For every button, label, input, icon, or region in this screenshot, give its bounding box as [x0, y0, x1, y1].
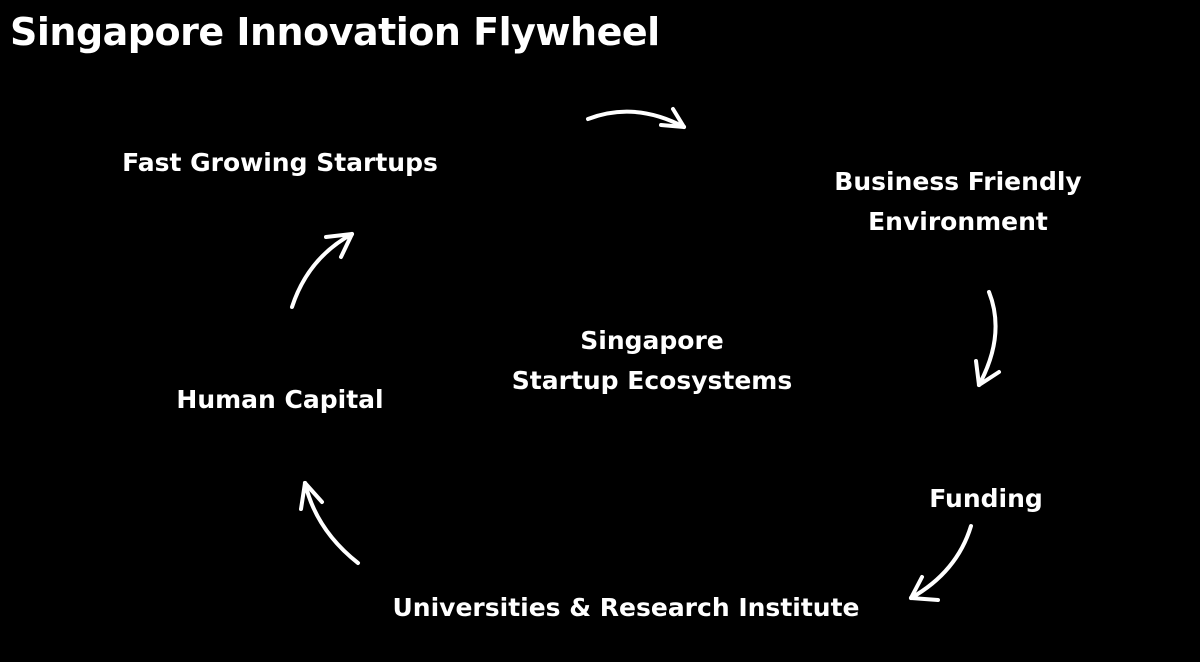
arrow-business-to-funding — [974, 290, 1001, 387]
node-label: Fast Growing Startups — [122, 148, 438, 177]
arrow-human-capital-to-startups — [290, 232, 354, 309]
page-title: Singapore Innovation Flywheel — [10, 10, 660, 54]
center-label: Singapore Startup Ecosystems — [512, 321, 792, 401]
node-funding: Funding — [929, 479, 1043, 519]
center-label-line-2: Startup Ecosystems — [511, 366, 793, 395]
center-label-line-1: Singapore — [580, 326, 724, 355]
arrow-startups-to-business — [586, 107, 686, 129]
node-label-line-1: Business Friendly — [834, 167, 1082, 196]
node-label: Human Capital — [176, 385, 384, 414]
arrow-universities-to-human-capital — [299, 481, 360, 565]
arrow-funding-to-universities — [909, 524, 973, 602]
node-fast-growing-startups: Fast Growing Startups — [122, 143, 438, 183]
node-label: Funding — [929, 484, 1043, 513]
node-label-line-2: Environment — [868, 207, 1048, 236]
node-business-friendly-environment: Business Friendly Environment — [834, 162, 1081, 242]
node-label: Universities & Research Institute — [392, 593, 860, 622]
node-universities-research-institute: Universities & Research Institute — [393, 588, 860, 628]
node-human-capital: Human Capital — [176, 380, 383, 420]
